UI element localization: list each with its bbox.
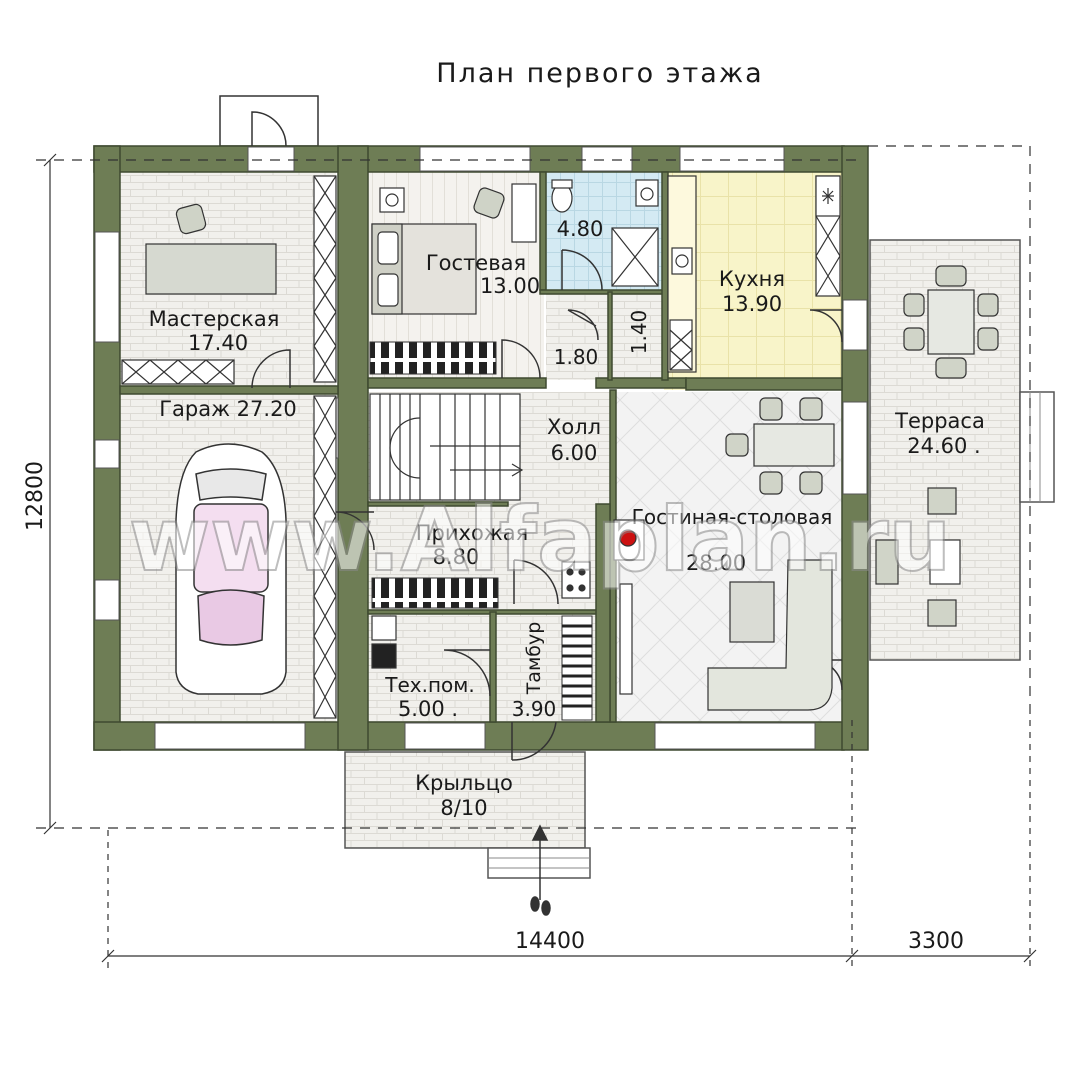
staircase (369, 393, 524, 501)
room-label-vestibule: Тамбур (523, 622, 545, 696)
room-area-bath: 4.80 (557, 217, 604, 241)
room-label-hall: Холл (547, 415, 601, 439)
room-label-living: Гостиная-столовая (632, 505, 833, 529)
room-area-closet2: 1.40 (627, 310, 651, 355)
workshop-furniture (145, 203, 277, 295)
tech-equipment (371, 519, 645, 669)
room-label-kitchen: Кухня (719, 267, 785, 291)
dimension-width: 14400 (515, 929, 585, 954)
watermark: www.Alfaplan.ru (129, 488, 951, 591)
room-area-living: 28.00 (686, 551, 746, 575)
room-area-hallway: 8.80 (433, 545, 480, 569)
room-area-porch: 8/10 (440, 796, 487, 820)
room-area-guest: 13.00 (480, 274, 540, 298)
room-area-vestibule: 3.90 (512, 697, 557, 721)
terrace-furniture (875, 265, 999, 627)
doors (251, 111, 843, 761)
porch-floor (344, 751, 586, 849)
entrance-arrow-icon (530, 824, 551, 916)
guest-furniture (371, 183, 537, 315)
terrace-step (1019, 391, 1055, 503)
bath-fixtures (551, 179, 659, 287)
porch-step (487, 847, 591, 879)
dimension-depth: 12800 (23, 461, 48, 531)
plan-title: План первого этажа (436, 58, 763, 89)
room-area-tech: 5.00 . (398, 697, 458, 721)
dimension-terrace-width: 3300 (908, 929, 964, 954)
room-label-garage: Гараж 27.20 (159, 397, 297, 421)
car (175, 443, 287, 695)
room-area-terrace: 24.60 . (907, 434, 980, 458)
room-area-hall: 6.00 (551, 441, 598, 465)
closet-floor (546, 292, 666, 380)
room-label-workshop: Мастерская (149, 307, 280, 331)
wardrobes (369, 341, 593, 721)
room-label-hallway: Прихожая (416, 521, 528, 545)
room-area-closet1: 1.80 (554, 345, 599, 369)
room-label-porch: Крыльцо (415, 771, 513, 795)
room-label-guest: Гостевая (426, 251, 526, 275)
kitchen-counter (667, 175, 841, 373)
room-labels: Мастерская 17.40 Гостевая 13.00 4.80 1.8… (149, 217, 985, 820)
room-area-workshop: 17.40 (188, 331, 248, 355)
dining-furniture (725, 397, 835, 495)
room-label-tech: Тех.пом. (384, 673, 474, 697)
living-sofa (619, 559, 833, 711)
room-label-terrace: Терраса (894, 409, 985, 433)
workshop-vestibule (219, 95, 319, 147)
room-area-kitchen: 13.90 (722, 292, 782, 316)
dimension-lines (36, 145, 1037, 970)
